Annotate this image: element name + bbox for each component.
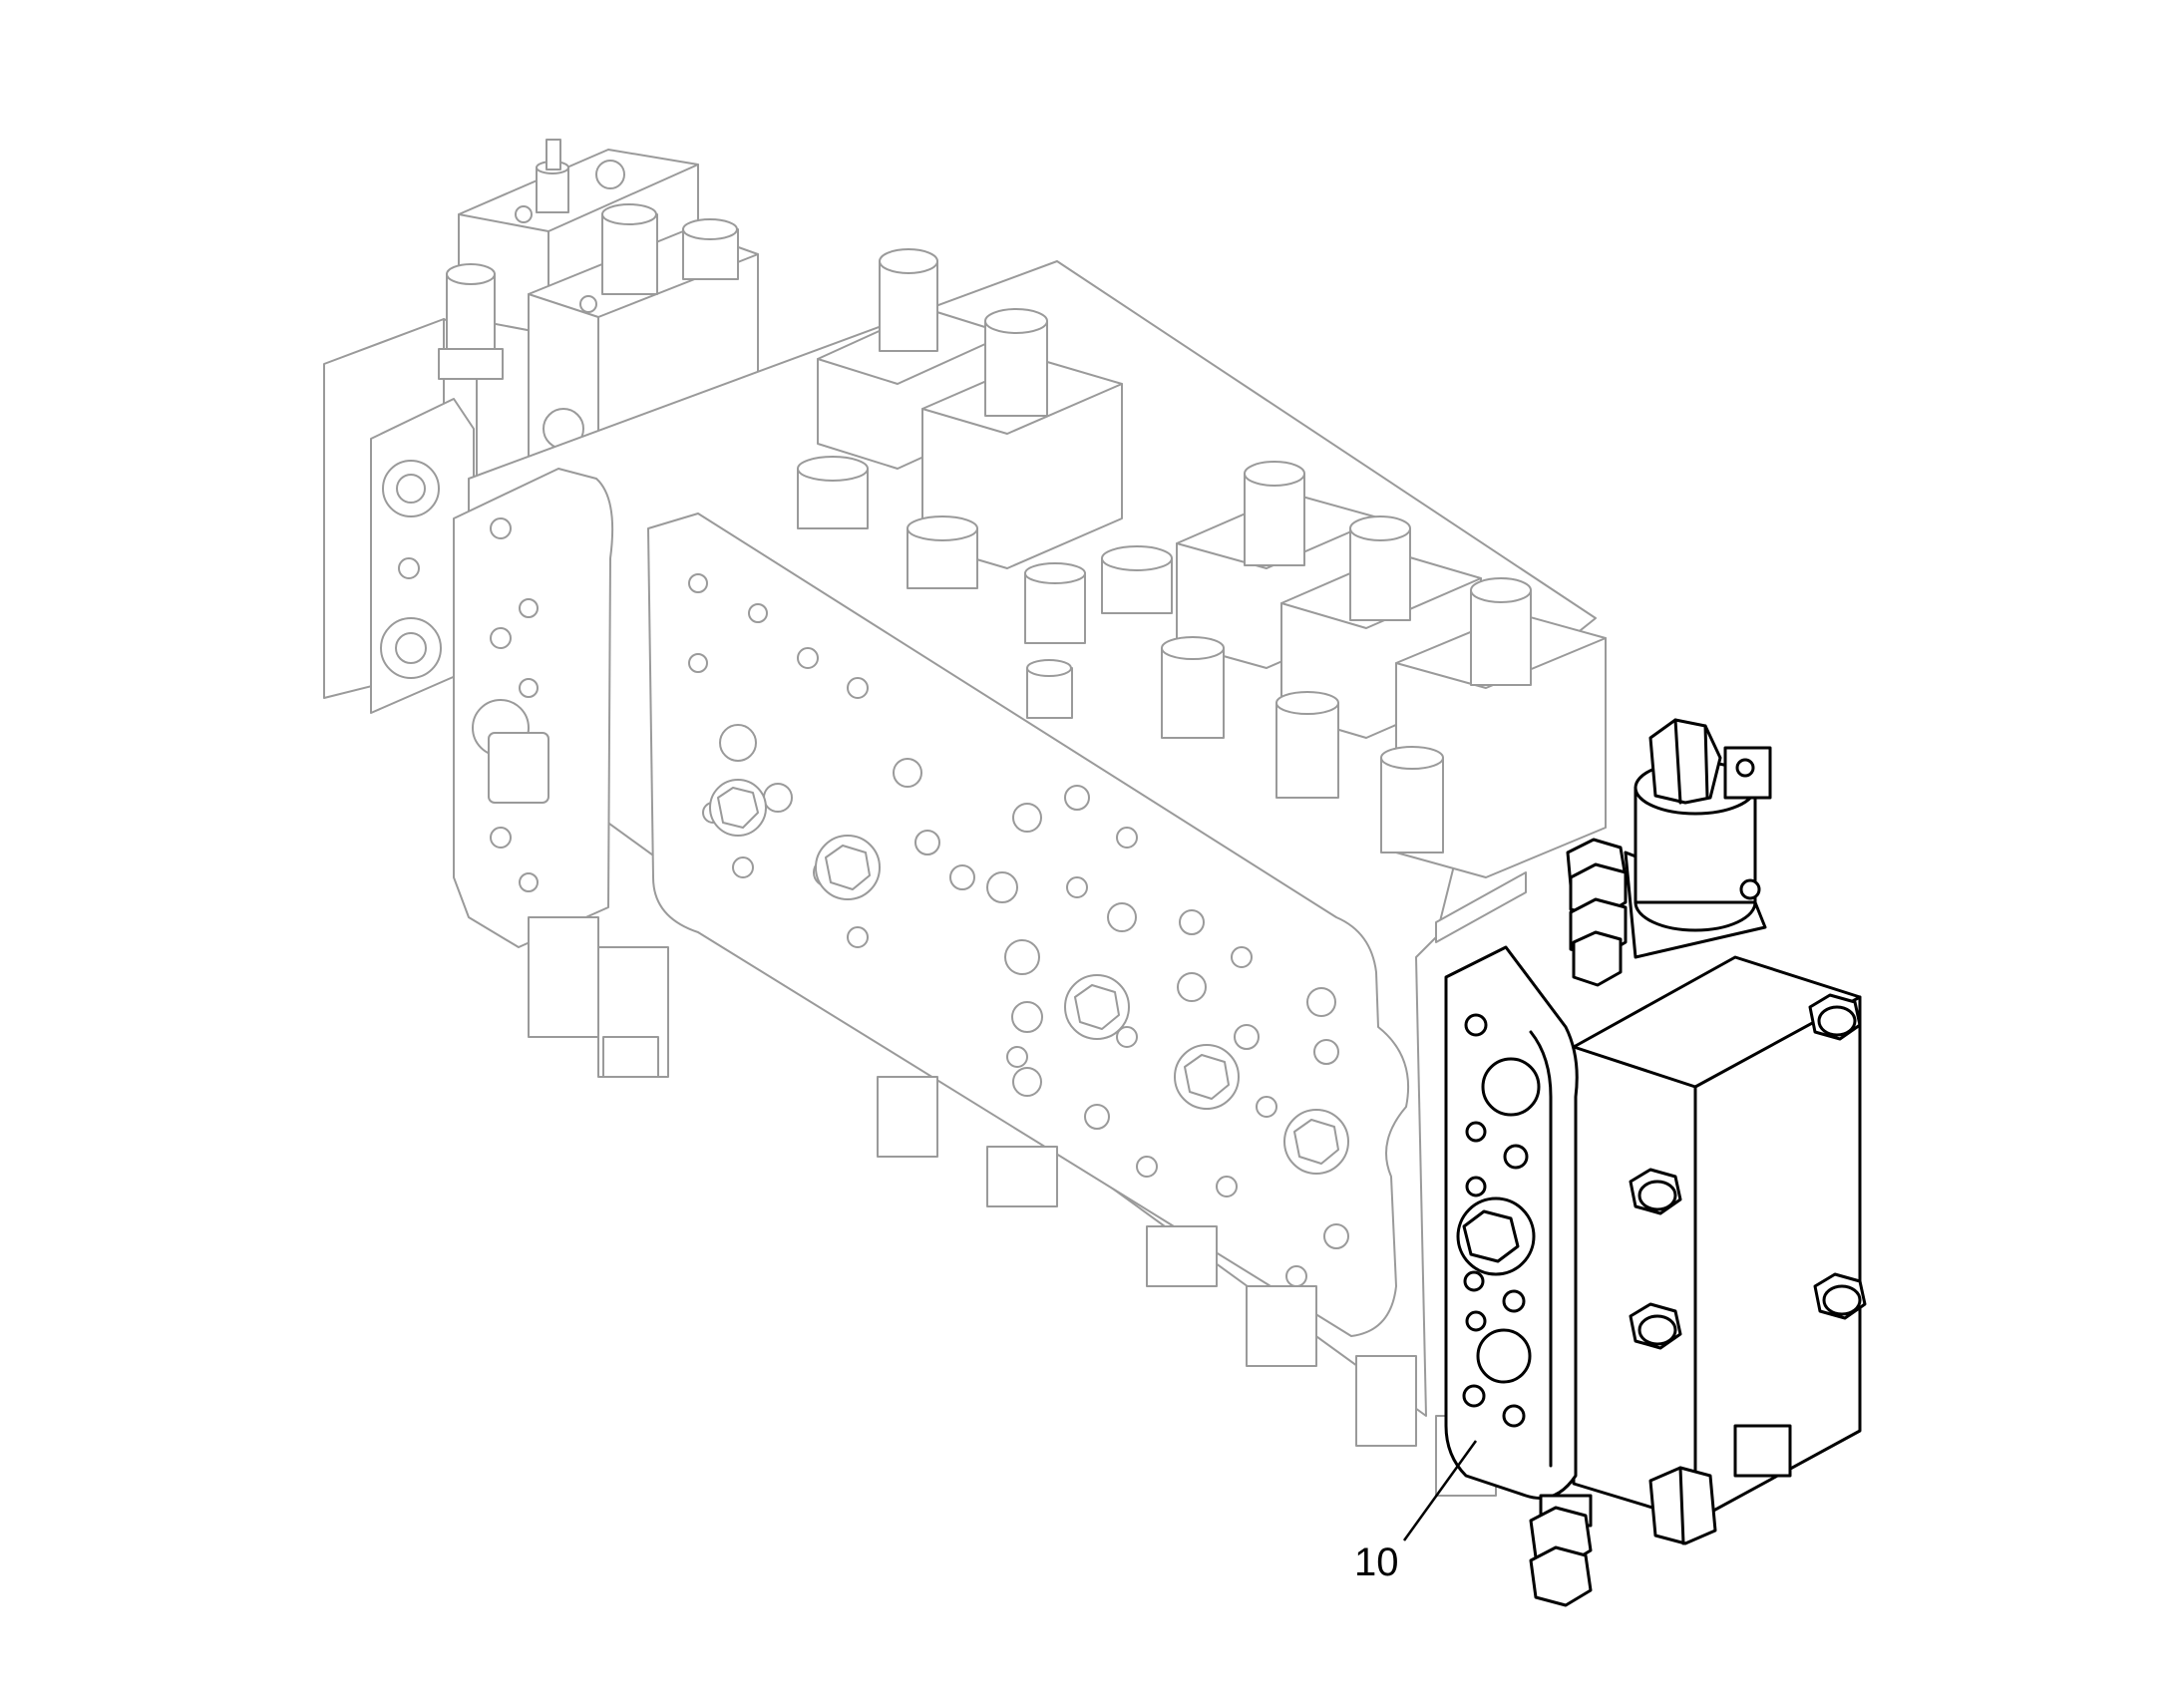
highlighted-end-section	[1444, 718, 1867, 1607]
control-valve-assembly	[323, 139, 1607, 1497]
valve-section-caps	[817, 248, 1607, 878]
end-plate-part-10	[1444, 945, 1579, 1500]
block-bolt	[1813, 1272, 1867, 1320]
port-plug	[797, 456, 869, 529]
port-plug	[1161, 636, 1225, 739]
port-plug	[1026, 659, 1073, 719]
cartridge-hex-cap	[1648, 718, 1722, 805]
port-plug	[907, 515, 978, 589]
main-flange-face	[647, 512, 1410, 1337]
bottom-ports	[602, 1036, 659, 1078]
nameplate	[1435, 871, 1527, 943]
left-flange-plate	[370, 398, 475, 714]
callout-10: 10	[1354, 1440, 1478, 1584]
block-bolt	[1629, 1168, 1682, 1215]
end-plate-bolt	[1456, 1196, 1536, 1276]
section-cap-2	[921, 308, 1123, 569]
top-port-plugs	[797, 456, 1444, 854]
port-plug	[1380, 746, 1444, 854]
face-bolt	[1064, 974, 1130, 1040]
port-plug	[1024, 562, 1086, 644]
face-bolt	[815, 835, 881, 900]
bottom-fitting-stack	[1529, 1494, 1593, 1607]
end-solenoid-cartridge	[1624, 718, 1772, 959]
port-plug	[1275, 691, 1339, 799]
bottom-hex-cap	[1648, 1424, 1792, 1545]
callout-label: 10	[1354, 1540, 1399, 1584]
port-plug	[1101, 545, 1173, 614]
block-bolt	[1808, 993, 1862, 1041]
face-bolt	[1283, 1109, 1349, 1175]
leader-line	[1402, 1440, 1478, 1541]
left-end-cover	[453, 468, 614, 948]
face-bolt	[1174, 1044, 1240, 1110]
face-bolt	[709, 779, 767, 837]
top-fitting-stack	[1566, 838, 1628, 987]
right-end-block	[1572, 955, 1867, 1523]
block-bolt	[1629, 1302, 1682, 1350]
left-relief-cartridge	[438, 263, 504, 380]
